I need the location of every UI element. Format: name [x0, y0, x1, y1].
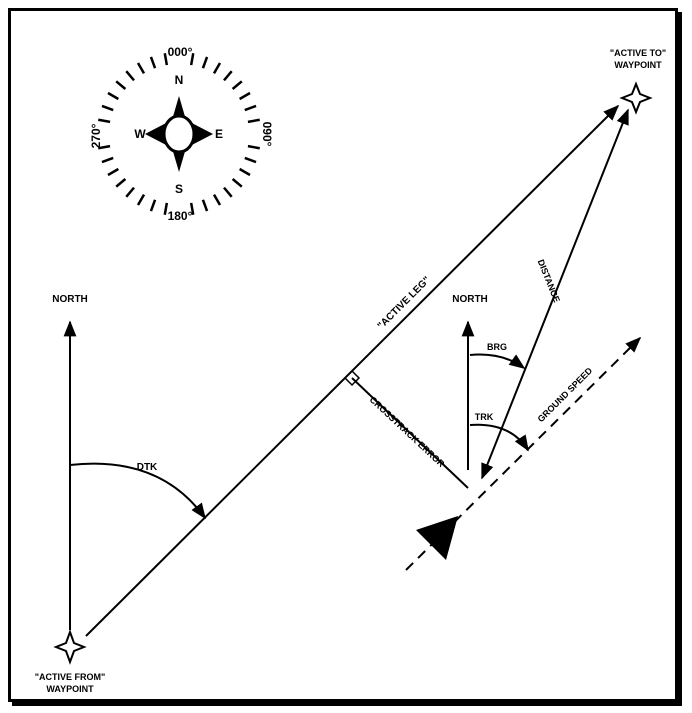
aircraft-icon [416, 516, 458, 560]
compass-tick [115, 80, 127, 90]
compass-deg-000: 000° [168, 45, 193, 59]
active-to-waypoint-icon [619, 81, 653, 115]
compass-tick [101, 156, 114, 164]
compass-tick [136, 62, 146, 75]
compass-tick [149, 56, 157, 69]
compass-tick [98, 118, 111, 124]
crosstrack-error-label: CROSSTRACK ERROR [368, 395, 447, 470]
north-label-right: NORTH [452, 294, 488, 305]
trk-arc [469, 423, 529, 452]
compass-n: N [175, 73, 184, 87]
compass-tick [247, 144, 260, 150]
compass-tick [231, 178, 243, 188]
compass-tick [163, 53, 169, 66]
compass-deg-270: 270° [89, 123, 103, 148]
compass-tick [212, 193, 222, 206]
brg-arc [469, 353, 526, 369]
distance-label: DISTANCE [536, 258, 562, 304]
compass-tick [163, 202, 169, 215]
compass-e: E [215, 127, 223, 141]
compass-w: W [134, 127, 146, 141]
compass-tick [201, 199, 209, 212]
compass-tick [98, 144, 111, 150]
compass-tick [189, 202, 195, 215]
compass-center-icon [162, 114, 196, 154]
compass-deg-180: 180° [168, 209, 193, 223]
compass-tick [231, 80, 243, 90]
compass-deg-090: 090° [260, 122, 274, 147]
compass-s: S [175, 182, 183, 196]
compass-tick [223, 186, 233, 198]
active-leg-label: "ACTIVE LEG" [376, 275, 433, 332]
trk-label: TRK [475, 412, 494, 422]
dtk-arc [69, 462, 206, 520]
compass-tick [107, 91, 120, 101]
dtk-label: DTK [137, 462, 158, 473]
compass-tick [201, 56, 209, 69]
active-to-label-2: WAYPOINT [614, 60, 662, 70]
compass-tick [247, 118, 260, 124]
compass-tick [101, 104, 114, 112]
compass-tick [149, 199, 157, 212]
compass-rose: 000° 180° 270° 090° N S W E [89, 45, 274, 223]
compass-tick [238, 167, 251, 177]
compass-tick [125, 186, 135, 198]
compass-tick [189, 53, 195, 66]
active-from-label-1: "ACTIVE FROM" [35, 672, 106, 682]
compass-tick [115, 178, 127, 188]
brg-label: BRG [487, 342, 507, 352]
active-to-label-1: "ACTIVE TO" [610, 48, 666, 58]
crosstrack-error-line [351, 377, 469, 489]
compass-tick [223, 70, 233, 82]
ground-speed-label: GROUND SPEED [536, 365, 595, 424]
distance-line [481, 108, 629, 480]
compass-tick [244, 156, 257, 164]
compass-tick [125, 70, 135, 82]
north-label-left: NORTH [52, 294, 88, 305]
active-from-label-2: WAYPOINT [46, 684, 94, 694]
compass-ticks [98, 53, 260, 215]
compass-tick [212, 62, 222, 75]
compass-tick [107, 167, 120, 177]
compass-tick [244, 104, 257, 112]
compass-tick [136, 193, 146, 206]
right-angle-marker [343, 369, 361, 387]
active-from-waypoint-icon [53, 629, 87, 665]
compass-tick [238, 91, 251, 101]
